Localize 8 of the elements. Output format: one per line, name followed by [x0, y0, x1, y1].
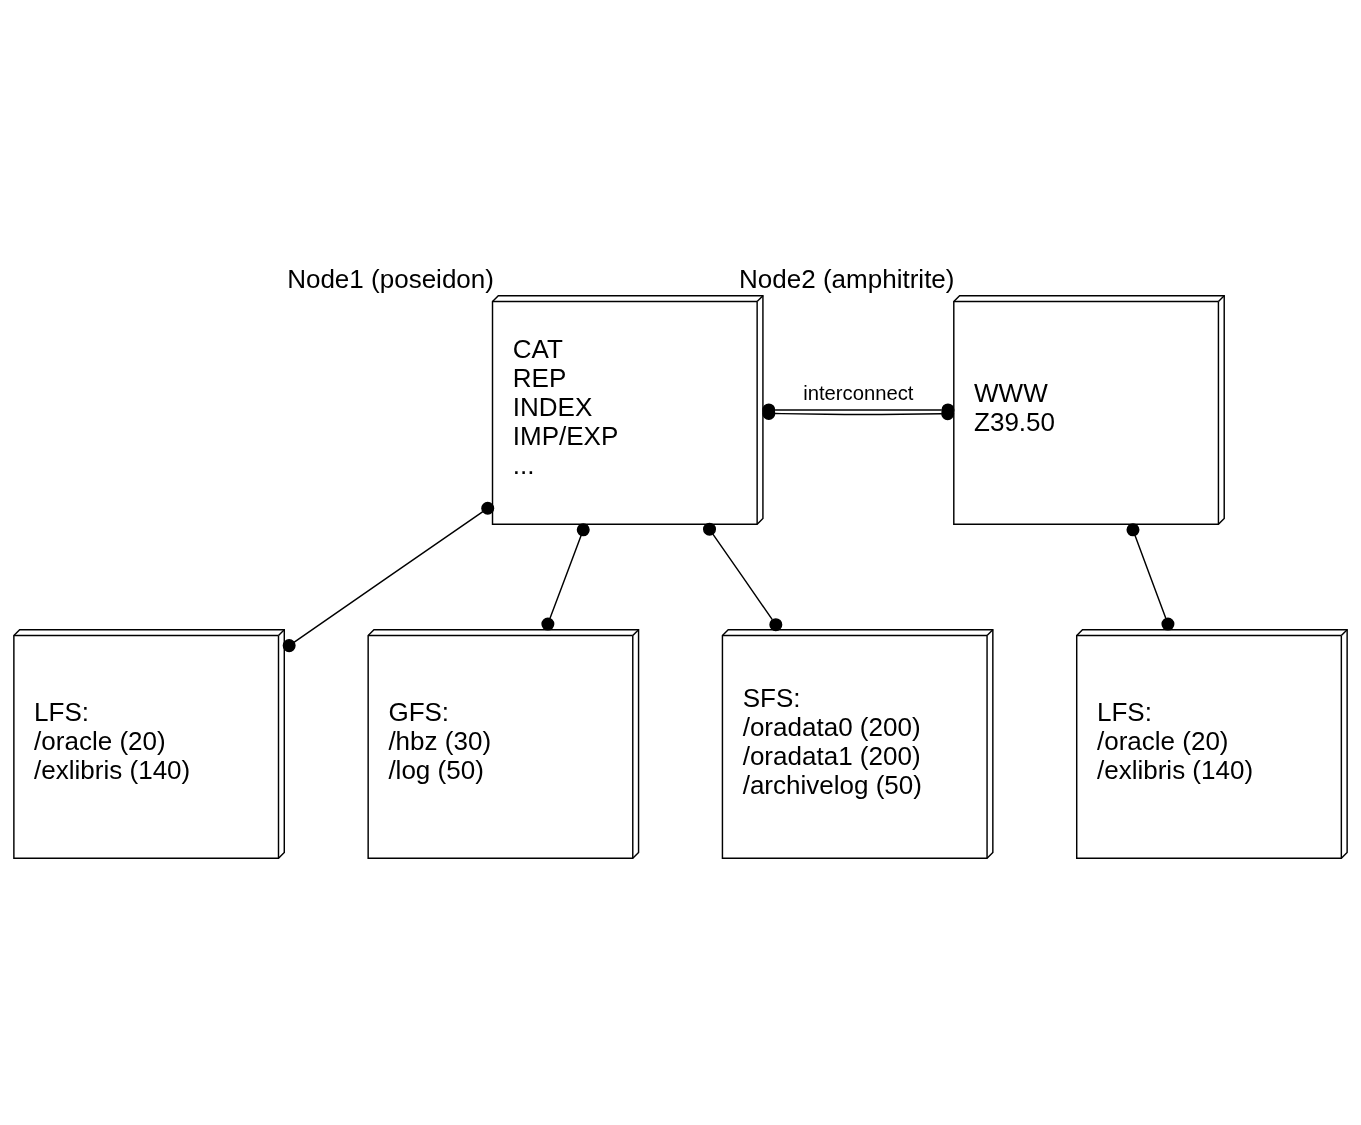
edge-label: interconnect — [803, 382, 914, 405]
node-label: Node1 (poseidon) — [287, 263, 494, 294]
connector — [1126, 523, 1175, 631]
connector — [703, 522, 783, 632]
connector — [541, 523, 590, 631]
connector — [762, 406, 955, 421]
connector — [282, 501, 495, 653]
node-label: Node2 (amphitrite) — [739, 263, 955, 294]
